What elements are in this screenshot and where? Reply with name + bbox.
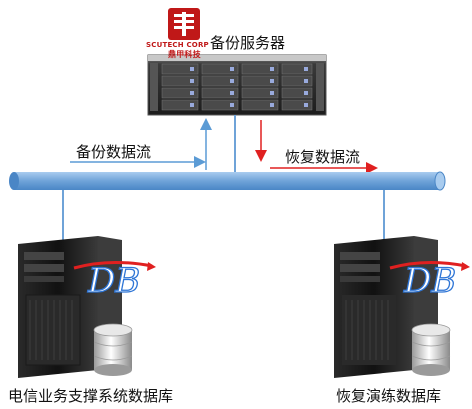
telecom-db-label: 电信业务支撑系统数据库	[8, 387, 174, 405]
drill-db-label: 恢复演练数据库	[336, 387, 442, 405]
right-db-logo-icon: DB	[389, 260, 470, 302]
network-bus	[9, 171, 446, 191]
logo-brand-en: SCUTECH CORP	[146, 41, 209, 49]
left-database-cylinder-icon	[93, 323, 133, 376]
left-db-logo-icon: DB	[73, 260, 156, 302]
backup-server-label: 备份服务器	[210, 34, 286, 52]
restore-flow-label: 恢复数据流	[285, 148, 361, 166]
scutech-logo	[168, 8, 200, 40]
right-db-text: DB	[403, 261, 456, 301]
backup-flow-label: 备份数据流	[76, 143, 152, 161]
right-database-cylinder-icon	[411, 323, 451, 376]
rack-server-icon	[147, 54, 327, 116]
left-db-text: DB	[87, 261, 140, 301]
logo-brand-cn: 鼎甲科技	[168, 50, 201, 59]
left-tower-server-icon	[18, 236, 122, 378]
